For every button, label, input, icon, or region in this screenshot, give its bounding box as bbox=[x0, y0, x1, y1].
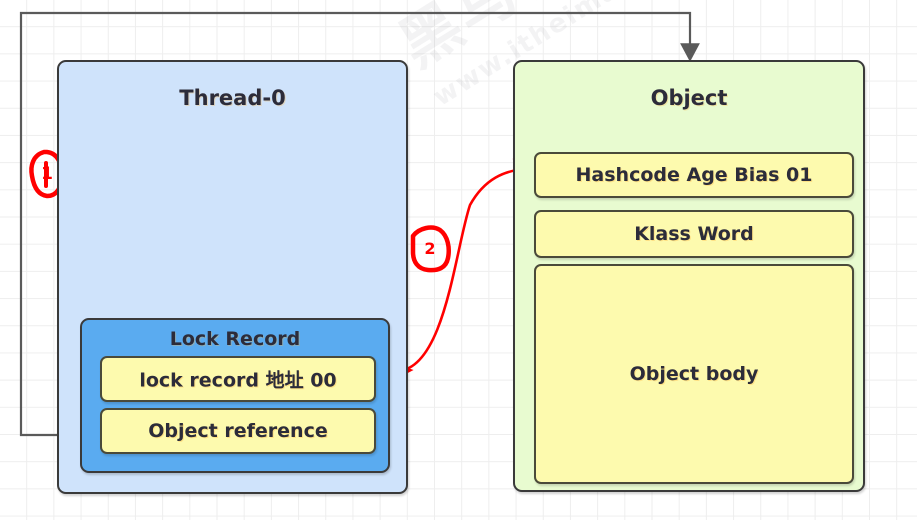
object-body-label: Object body bbox=[629, 363, 759, 385]
object-body-field[interactable]: Object body bbox=[534, 264, 854, 484]
mark-word-swap-connector bbox=[386, 158, 540, 384]
object-title: Object bbox=[650, 86, 728, 110]
step-marker-1: 1 bbox=[41, 163, 53, 184]
mark-word-field[interactable]: Hashcode Age Bias 01 bbox=[534, 152, 854, 198]
object-container[interactable]: Object Hashcode Age Bias 01 Klass Word O… bbox=[513, 60, 865, 492]
lock-record-address-field[interactable]: lock record 地址 00 bbox=[100, 356, 376, 402]
mark-word-label: Hashcode Age Bias 01 bbox=[575, 164, 813, 186]
klass-word-label: Klass Word bbox=[634, 223, 754, 245]
klass-word-field[interactable]: Klass Word bbox=[534, 210, 854, 258]
object-reference-label: Object reference bbox=[148, 420, 328, 442]
lock-record-title: Lock Record bbox=[169, 328, 301, 350]
thread-container[interactable]: Thread-0 Lock Record lock record 地址 00 O… bbox=[57, 60, 408, 494]
lock-record-address-label: lock record 地址 00 bbox=[139, 369, 337, 392]
lock-record-container[interactable]: Lock Record lock record 地址 00 Object ref… bbox=[80, 318, 390, 473]
object-reference-field[interactable]: Object reference bbox=[100, 408, 376, 454]
thread-title: Thread-0 bbox=[179, 86, 286, 110]
step-marker-2: 2 bbox=[424, 239, 436, 258]
